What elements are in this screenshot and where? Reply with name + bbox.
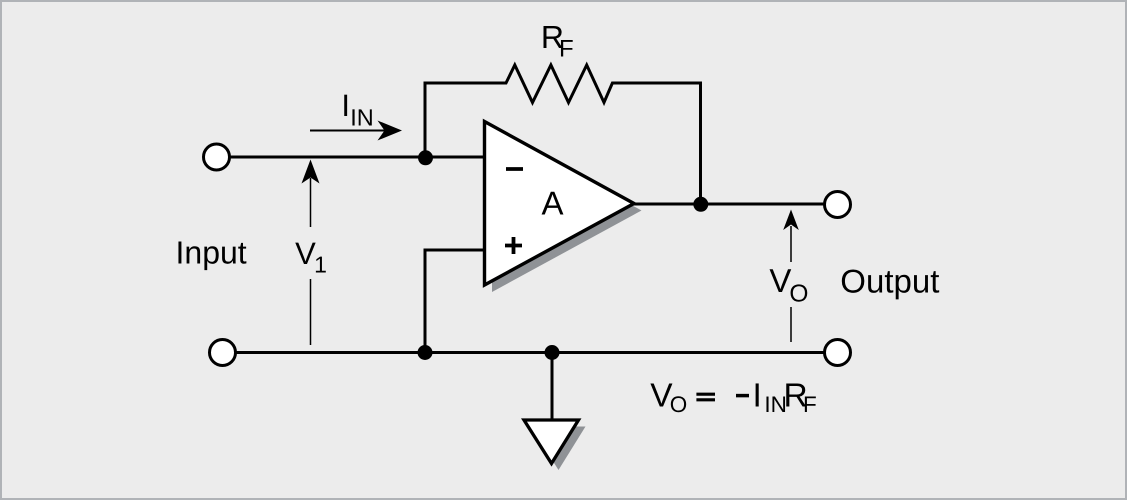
svg-text:O: O (789, 281, 808, 308)
svg-text:F: F (803, 392, 817, 417)
svg-text:Input: Input (176, 235, 247, 271)
svg-text:V: V (769, 262, 791, 299)
svg-text:I: I (753, 377, 762, 414)
svg-text:I: I (341, 88, 350, 123)
svg-text:IN: IN (764, 392, 787, 417)
svg-text:A: A (541, 185, 563, 222)
svg-text:O: O (670, 392, 688, 417)
svg-text:1: 1 (314, 252, 327, 278)
svg-text:IN: IN (350, 104, 374, 130)
svg-text:Output: Output (840, 263, 939, 300)
svg-text:F: F (559, 36, 574, 63)
svg-text:R: R (541, 19, 564, 55)
svg-text:V: V (295, 236, 316, 271)
svg-text:R: R (783, 377, 807, 414)
svg-text:V: V (650, 377, 673, 414)
